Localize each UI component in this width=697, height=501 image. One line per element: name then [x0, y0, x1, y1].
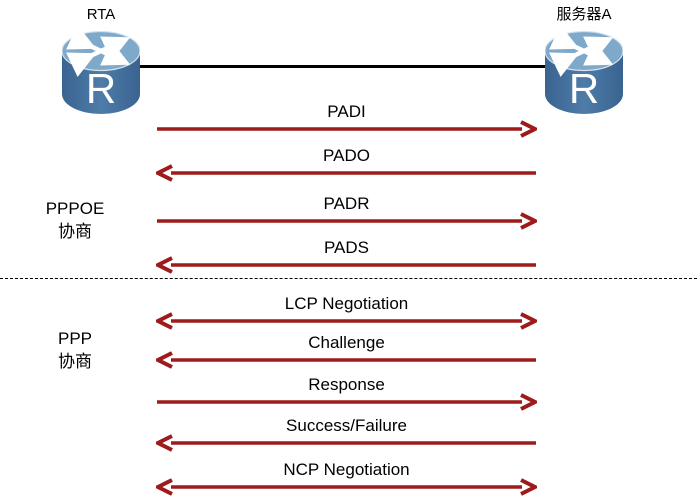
message-label: LCP Negotiation [284, 294, 409, 313]
section-label-pppoe-line1: PPPOE [45, 199, 105, 218]
node-server-a-label: 服务器A [556, 6, 612, 23]
right-arrow [157, 212, 537, 230]
message-label: NCP Negotiation [283, 460, 410, 479]
section-label-ppp: PPP 协商 [20, 327, 130, 373]
section-label-pppoe-line2: 协商 [58, 222, 92, 241]
message-label: Challenge [308, 333, 385, 352]
node-server-a: 服务器A R [544, 6, 624, 121]
node-rta-label: RTA [86, 6, 116, 23]
section-label-pppoe: PPPOE 协商 [20, 197, 130, 243]
message-label: Success/Failure [286, 416, 407, 435]
router-icon: R [61, 25, 141, 114]
section-label-ppp-line2: 协商 [58, 352, 92, 371]
router-r-glyph: R [569, 65, 599, 112]
left-arrow [156, 351, 536, 369]
message-label: PADR [323, 194, 370, 213]
left-arrow [156, 164, 536, 182]
phase-separator-dashed-line [0, 278, 697, 279]
device-link-line [140, 65, 546, 68]
left-arrow [156, 256, 536, 274]
router-icon: R [544, 25, 624, 114]
message-label: PADS [323, 238, 370, 257]
node-rta: RTA R [61, 6, 141, 121]
both-arrow [156, 478, 537, 496]
both-arrow [156, 312, 537, 330]
message-label: PADI [327, 102, 366, 121]
message-label: Response [308, 375, 385, 394]
router-crossed-arrows-icon [549, 25, 614, 77]
router-crossed-arrows-icon [66, 25, 131, 77]
router-r-glyph: R [86, 65, 116, 112]
message-label: PADO [323, 146, 370, 165]
right-arrow [157, 393, 537, 411]
right-arrow [157, 120, 537, 138]
left-arrow [156, 434, 536, 452]
section-label-ppp-line1: PPP [57, 329, 93, 348]
